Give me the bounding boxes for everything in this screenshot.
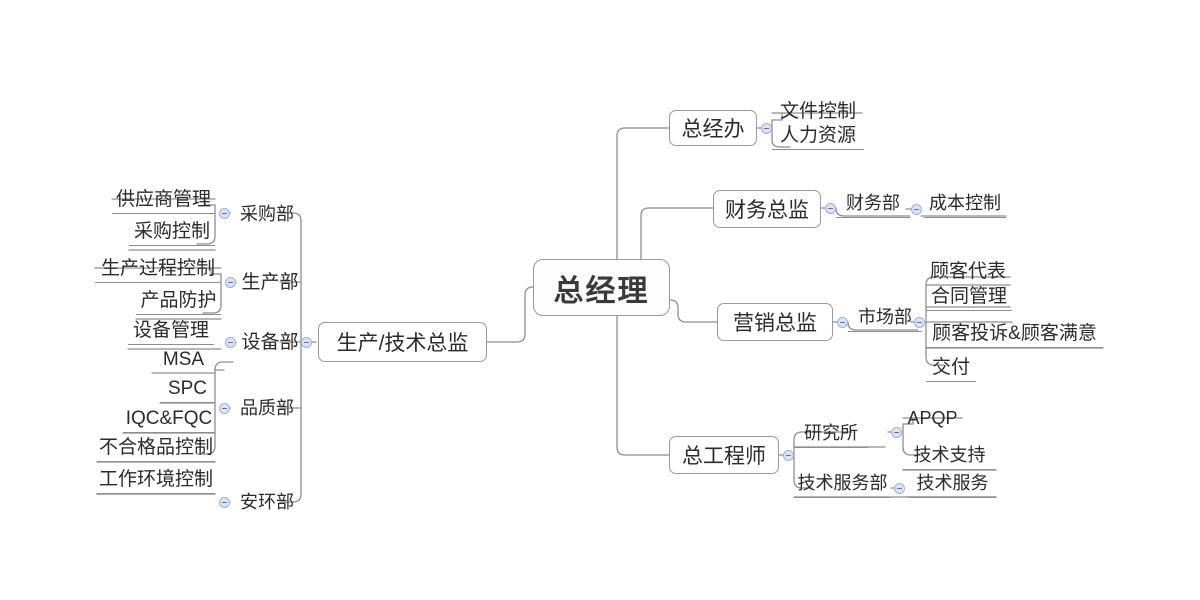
node-quality-department[interactable]: 品质部: [231, 398, 303, 422]
node-chief-engineer[interactable]: 总工程师: [669, 436, 779, 474]
node-label: IQC&FQC: [125, 408, 213, 429]
node-document-control[interactable]: 文件控制: [772, 99, 864, 125]
node-finance-department[interactable]: 财务部: [836, 193, 910, 218]
toggle-finance-director[interactable]: [825, 203, 836, 214]
node-label: 总工程师: [682, 445, 766, 468]
node-technical-service-department[interactable]: 技术服务部: [794, 473, 891, 498]
node-label: 财务部: [846, 193, 900, 213]
node-product-protection[interactable]: 产品防护: [136, 290, 221, 315]
node-label: 采购控制: [133, 221, 210, 242]
node-apqp[interactable]: APQP: [903, 407, 962, 431]
node-label: 设备管理: [132, 320, 209, 341]
node-purchasing-department[interactable]: 采购部: [231, 204, 303, 228]
root-node-general-manager[interactable]: 总经理: [533, 259, 670, 316]
node-contract-management[interactable]: 合同管理: [926, 285, 1012, 311]
node-label: SPC: [167, 378, 208, 399]
toggle-market-department[interactable]: [914, 317, 925, 328]
node-label: 产品防护: [140, 290, 217, 311]
toggle-marketing-director[interactable]: [837, 317, 848, 328]
node-customer-complaints-satisfaction[interactable]: 顾客投诉&顾客满意: [926, 322, 1103, 348]
node-label: 不合格品控制: [98, 437, 213, 458]
node-msa[interactable]: MSA: [152, 349, 215, 373]
node-technical-support[interactable]: 技术支持: [903, 445, 996, 470]
node-production-process-control[interactable]: 生产过程控制: [95, 258, 221, 283]
node-spc[interactable]: SPC: [160, 378, 215, 403]
root-node-label: 总经理: [553, 274, 650, 308]
node-label: 市场部: [858, 307, 912, 327]
node-research-institute[interactable]: 研究所: [794, 423, 868, 448]
node-general-office[interactable]: 总经办: [669, 110, 757, 146]
node-label: 品质部: [240, 398, 294, 418]
node-production-department[interactable]: 生产部: [237, 270, 303, 296]
toggle-purchasing-department[interactable]: [219, 208, 230, 219]
node-market-department[interactable]: 市场部: [848, 307, 922, 332]
node-finance-director[interactable]: 财务总监: [713, 190, 821, 228]
node-label: 生产/技术总监: [336, 332, 469, 355]
node-equipment-department[interactable]: 设备部: [237, 330, 303, 356]
node-label: 合同管理: [930, 286, 1007, 307]
toggle-quality-department[interactable]: [219, 403, 230, 414]
node-equipment-management[interactable]: 设备管理: [128, 320, 214, 345]
node-delivery[interactable]: 交付: [926, 356, 976, 382]
node-label: 供应商管理: [115, 189, 211, 210]
node-nonconforming-product-control[interactable]: 不合格品控制: [97, 437, 215, 462]
toggle-finance-department[interactable]: [911, 204, 922, 215]
node-human-resources[interactable]: 人力资源: [772, 124, 864, 150]
node-label: APQP: [907, 408, 958, 428]
node-iqc-fqc[interactable]: IQC&FQC: [123, 408, 215, 433]
node-label: 交付: [931, 357, 970, 378]
node-label: 生产过程控制: [100, 258, 215, 279]
toggle-chief-engineer[interactable]: [783, 450, 794, 461]
toggle-research-institute[interactable]: [891, 427, 902, 438]
node-label: 生产部: [241, 272, 299, 293]
node-label: 顾客代表: [929, 261, 1006, 282]
toggle-production-department[interactable]: [225, 277, 236, 288]
node-label: 工作环境控制: [98, 469, 213, 490]
node-label: 总经办: [681, 118, 745, 141]
toggle-equipment-department[interactable]: [225, 337, 236, 348]
node-label: 技术服务: [916, 473, 989, 493]
node-marketing-director[interactable]: 营销总监: [717, 303, 833, 341]
toggle-safety-environment-department[interactable]: [219, 497, 230, 508]
node-technical-service[interactable]: 技术服务: [909, 473, 996, 498]
node-label: 安环部: [240, 492, 294, 512]
node-supplier-management[interactable]: 供应商管理: [112, 189, 215, 214]
node-label: 技术支持: [913, 445, 986, 465]
node-purchasing-control[interactable]: 采购控制: [129, 221, 215, 246]
node-label: 营销总监: [733, 312, 817, 335]
node-label: MSA: [162, 349, 205, 370]
node-label: 设备部: [241, 332, 299, 353]
node-label: 财务总监: [725, 199, 809, 222]
node-safety-environment-department[interactable]: 安环部: [231, 492, 303, 516]
node-production-technology-director[interactable]: 生产/技术总监: [318, 322, 487, 362]
node-label: 文件控制: [779, 101, 856, 122]
node-label: 采购部: [240, 204, 294, 224]
node-label: 顾客投诉&顾客满意: [932, 323, 1097, 344]
toggle-general-office[interactable]: [761, 123, 772, 134]
node-label: 技术服务部: [797, 473, 888, 493]
node-work-environment-control[interactable]: 工作环境控制: [97, 469, 215, 494]
node-customer-representative[interactable]: 顾客代表: [926, 259, 1010, 285]
node-label: 研究所: [804, 423, 858, 443]
node-label: 成本控制: [929, 193, 1001, 213]
node-label: 人力资源: [779, 125, 856, 146]
toggle-production-technology-director[interactable]: [301, 337, 312, 348]
toggle-technical-service-department[interactable]: [894, 483, 905, 494]
node-cost-control[interactable]: 成本控制: [924, 193, 1006, 218]
